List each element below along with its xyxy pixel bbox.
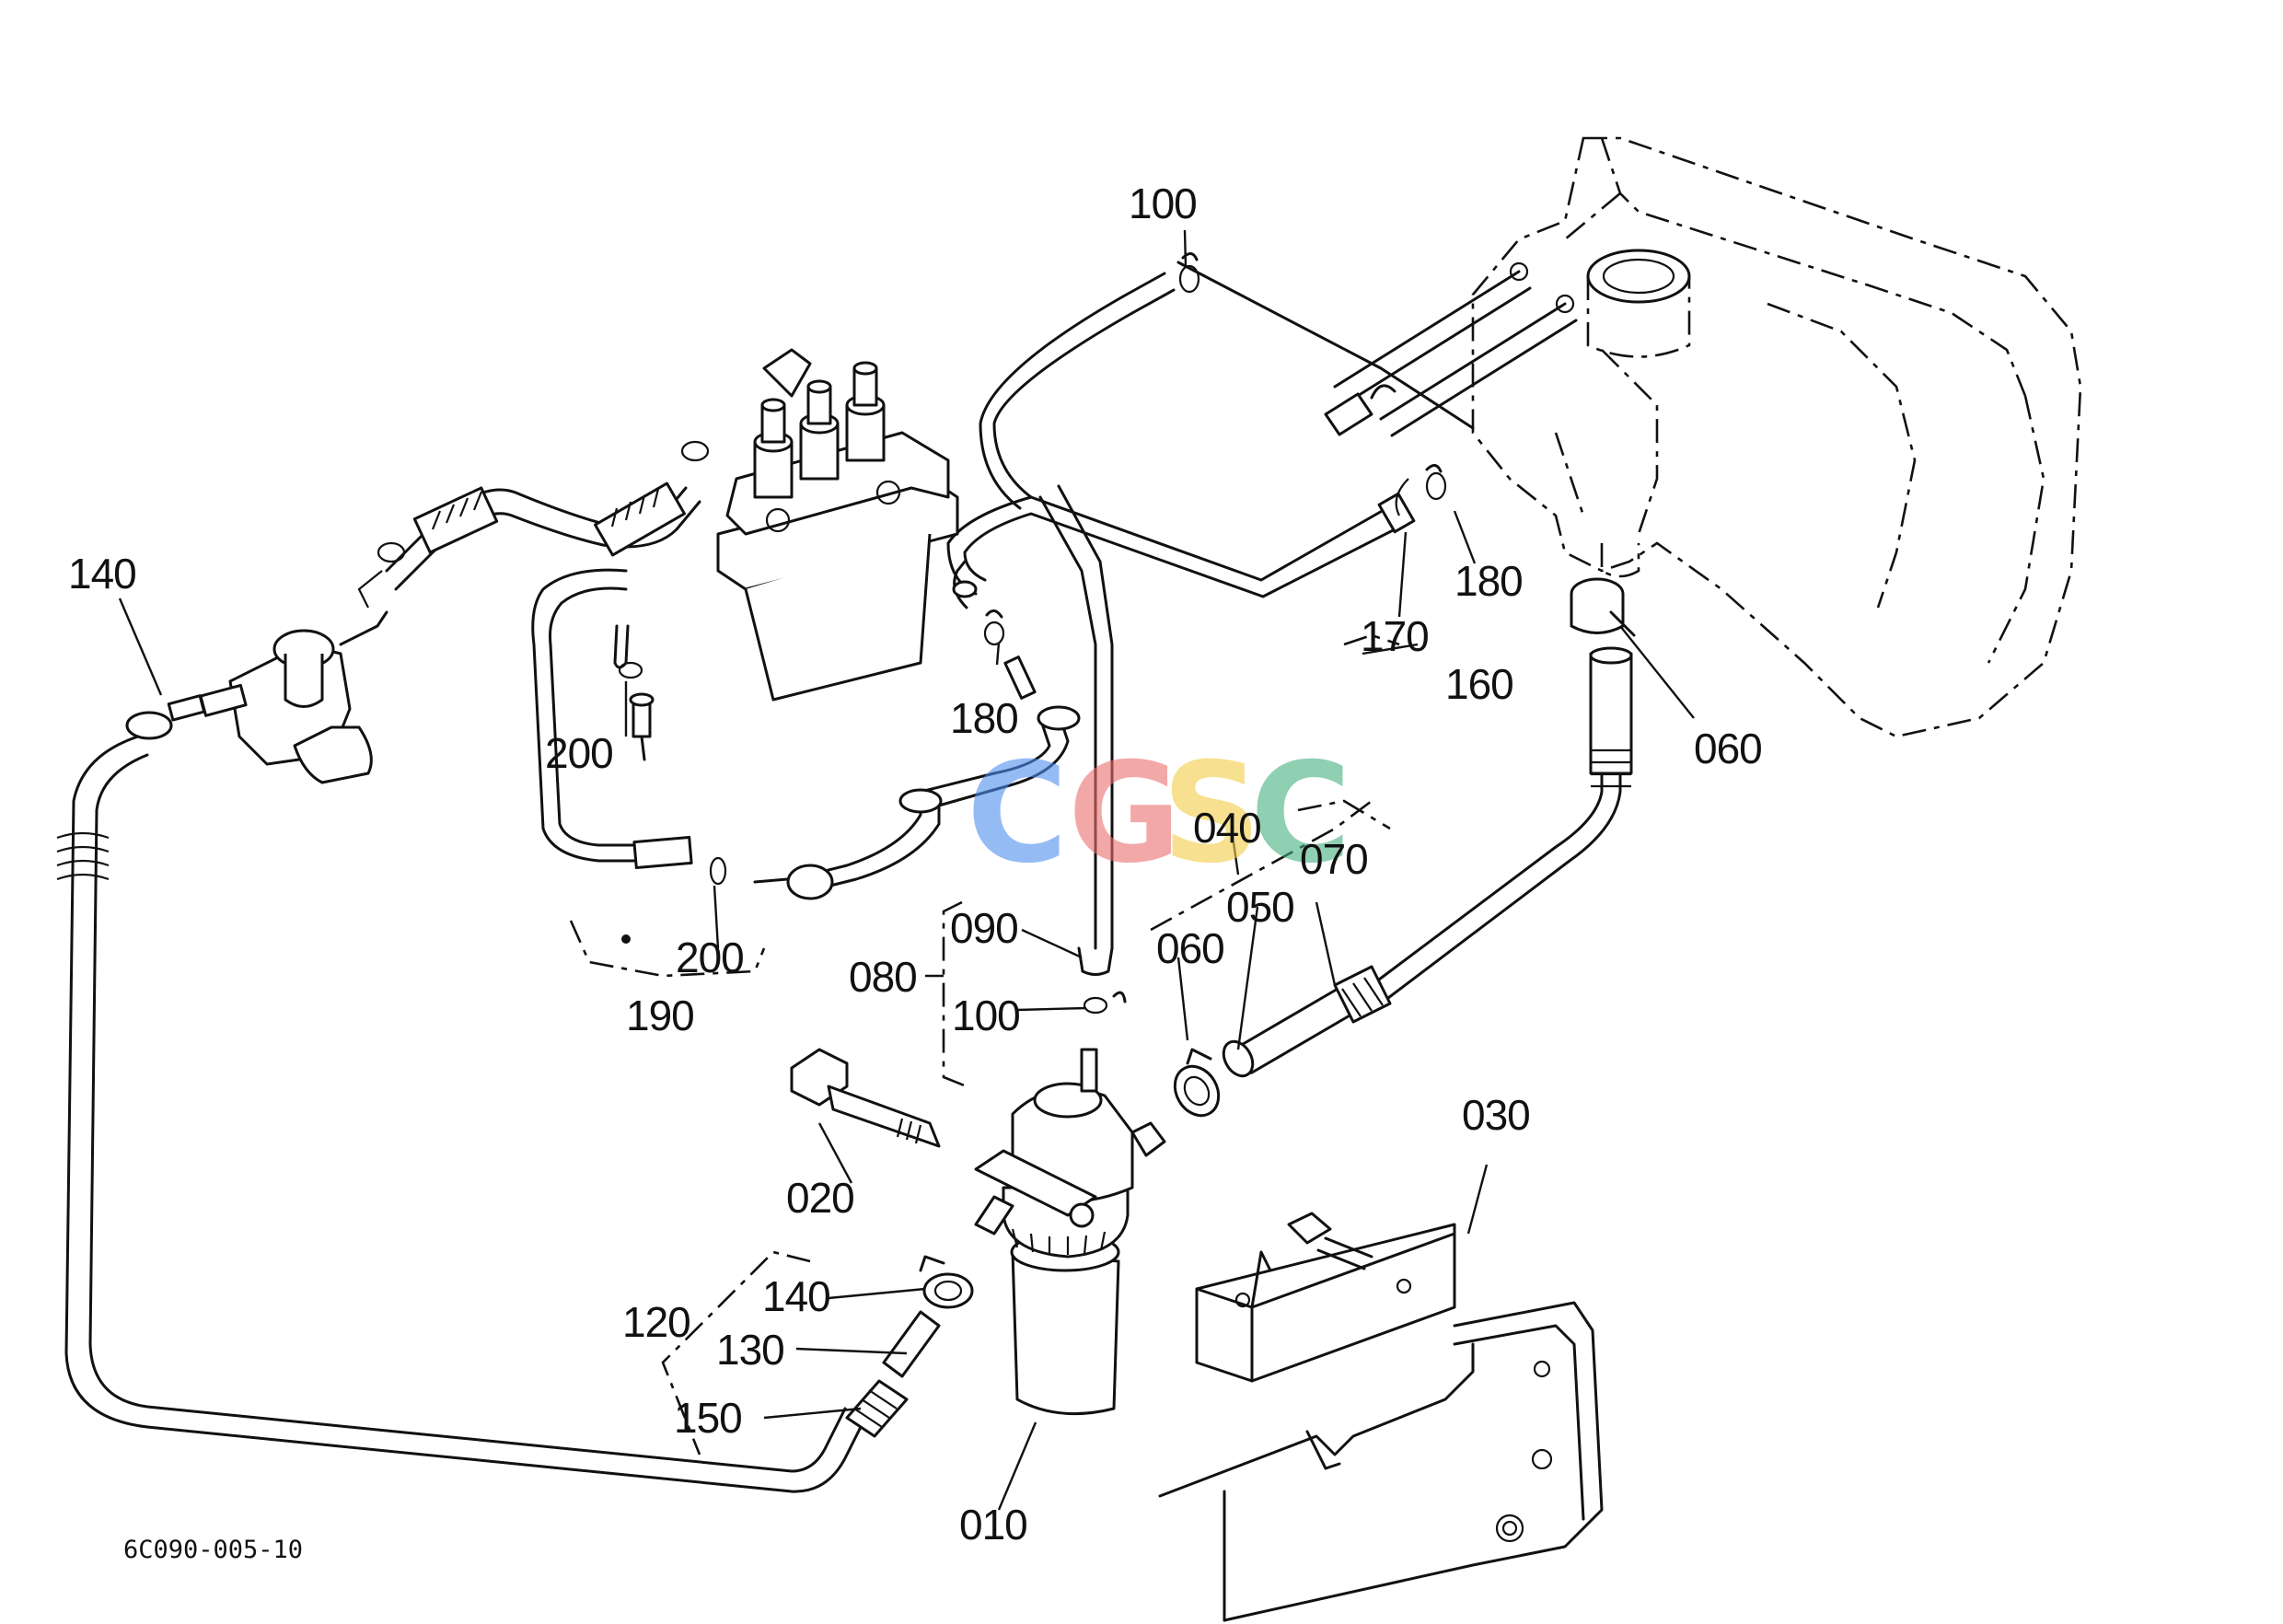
part-label-150: 150 bbox=[674, 1394, 743, 1442]
tank-hose-050-070 bbox=[1173, 577, 1636, 1118]
part-label-130: 130 bbox=[716, 1326, 785, 1374]
group-brackets bbox=[569, 633, 1400, 1456]
part-label-100-filter: 100 bbox=[952, 992, 1021, 1039]
part-label-030: 030 bbox=[1462, 1091, 1531, 1139]
fuel-tank bbox=[1471, 136, 2082, 738]
part-label-080: 080 bbox=[849, 953, 918, 1001]
part-label-200-upper: 200 bbox=[545, 729, 614, 777]
part-label-020: 020 bbox=[786, 1174, 855, 1222]
filter-return-pipe-090 bbox=[1038, 484, 1127, 1015]
tank-return-pipe bbox=[1324, 261, 1578, 437]
watermark-letter: S bbox=[1162, 734, 1261, 894]
leader-lines bbox=[118, 229, 1695, 1511]
injection-pump bbox=[716, 348, 959, 702]
drain-hose-130 bbox=[845, 1255, 974, 1438]
feed-hose-upper bbox=[357, 440, 710, 609]
part-label-190: 190 bbox=[626, 992, 695, 1039]
watermark-letter: G bbox=[1068, 734, 1181, 894]
part-label-010: 010 bbox=[959, 1501, 1028, 1549]
bracket-030 bbox=[1195, 1212, 1456, 1383]
overflow-hose-190 bbox=[531, 568, 727, 944]
feed-hose-main bbox=[56, 735, 867, 1493]
part-label-120: 120 bbox=[622, 1298, 691, 1346]
return-pipe-100 bbox=[979, 252, 1475, 510]
fuel-filter bbox=[974, 1048, 1166, 1416]
part-label-100-top: 100 bbox=[1129, 180, 1198, 227]
part-label-170: 170 bbox=[1361, 612, 1430, 660]
watermark-logo: C G S C bbox=[967, 734, 1351, 894]
part-label-060-filter: 060 bbox=[1156, 924, 1225, 972]
part-label-200-lower: 200 bbox=[676, 934, 745, 981]
fuel-pipe-180 bbox=[753, 560, 1081, 900]
bolt-020 bbox=[790, 1048, 941, 1148]
watermark-letter: C bbox=[1250, 734, 1351, 894]
part-label-140-bottom: 140 bbox=[762, 1272, 831, 1320]
part-label-140-left: 140 bbox=[68, 550, 137, 597]
part-label-180-pump: 180 bbox=[950, 694, 1019, 742]
part-label-160: 160 bbox=[1445, 660, 1514, 708]
leak-off-pipe-170 bbox=[946, 464, 1447, 598]
part-label-090: 090 bbox=[950, 904, 1019, 952]
part-label-180-tank: 180 bbox=[1454, 557, 1524, 605]
frame-plate bbox=[1158, 1301, 1604, 1622]
feed-pump bbox=[125, 610, 388, 784]
part-label-070: 070 bbox=[1300, 835, 1369, 883]
part-label-050: 050 bbox=[1226, 883, 1295, 931]
watermark-letter: C bbox=[967, 734, 1068, 894]
drawing-code: 6C090-005-10 bbox=[123, 1536, 304, 1564]
part-label-040: 040 bbox=[1193, 804, 1262, 852]
part-label-060-tank: 060 bbox=[1694, 725, 1763, 772]
